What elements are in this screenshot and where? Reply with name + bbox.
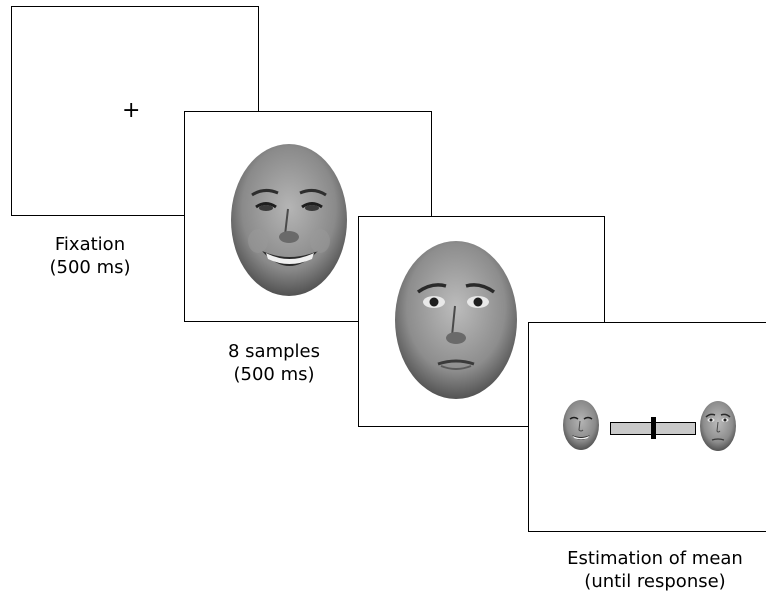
- samples-caption-line2: (500 ms): [204, 363, 344, 386]
- samples-caption: 8 samples (500 ms): [204, 340, 344, 386]
- fixation-caption: Fixation (500 ms): [20, 233, 160, 279]
- fearful-face-anchor-icon: [699, 400, 737, 452]
- response-caption: Estimation of mean (until response): [545, 547, 765, 593]
- slider-handle[interactable]: [651, 417, 656, 439]
- response-caption-line1: Estimation of mean: [545, 547, 765, 570]
- response-screen: [528, 322, 766, 532]
- fearful-face-image: [394, 240, 518, 400]
- happy-face-image: [230, 143, 348, 297]
- fixation-cross: +: [122, 100, 140, 122]
- fixation-caption-line2: (500 ms): [20, 256, 160, 279]
- samples-caption-line1: 8 samples: [204, 340, 344, 363]
- fixation-caption-line1: Fixation: [20, 233, 160, 256]
- response-caption-line2: (until response): [545, 570, 765, 593]
- happy-face-anchor-icon: [562, 399, 600, 451]
